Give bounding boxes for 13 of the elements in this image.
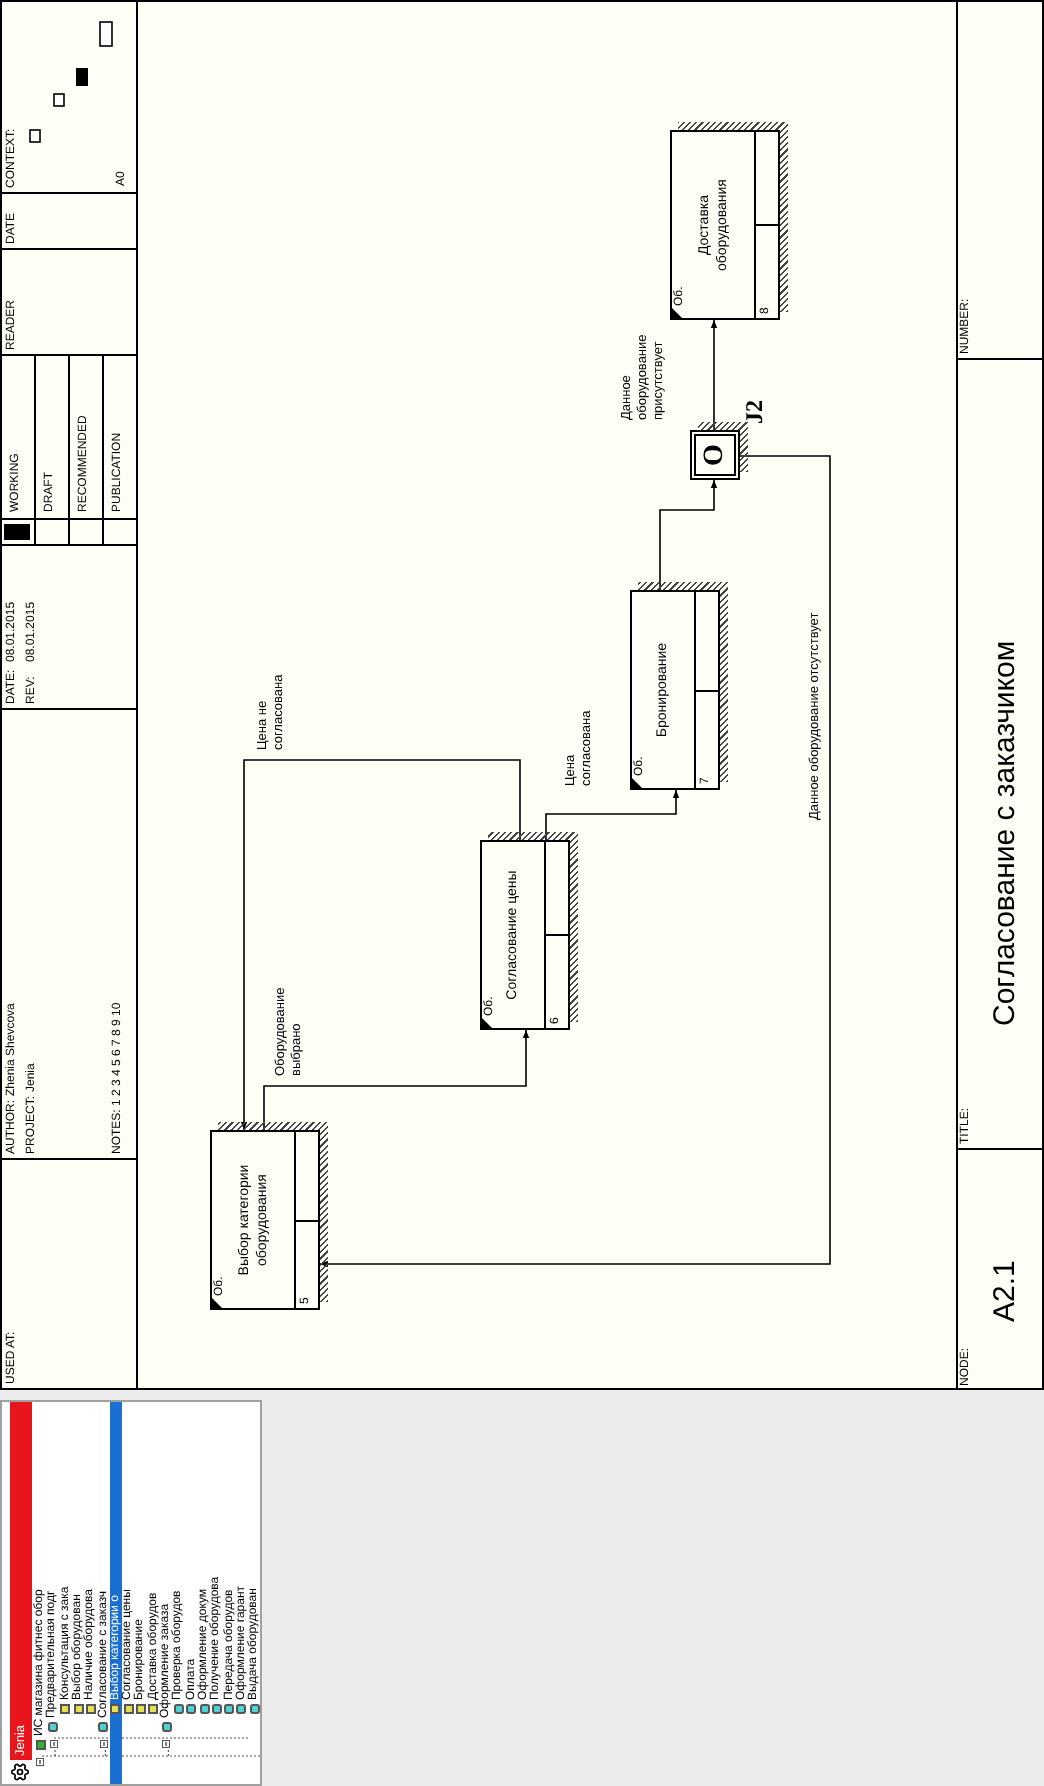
junction-box: O xyxy=(690,430,740,480)
node-number: A2.1 xyxy=(988,1260,1024,1322)
unit-of-behavior-box xyxy=(670,130,780,320)
unit-of-behavior-box xyxy=(210,1130,320,1310)
connector-arrow xyxy=(263,1029,530,1131)
diagram-title: Согласование с заказчиком xyxy=(988,640,1024,1026)
unit-of-behavior-box xyxy=(630,590,720,790)
junction-label: J2 xyxy=(742,400,766,424)
connector-arrow xyxy=(240,759,521,1131)
connector-arrow xyxy=(710,319,718,431)
unit-of-behavior-box xyxy=(480,840,570,1030)
connector-arrow xyxy=(319,455,831,1268)
connector-arrow xyxy=(545,789,680,841)
